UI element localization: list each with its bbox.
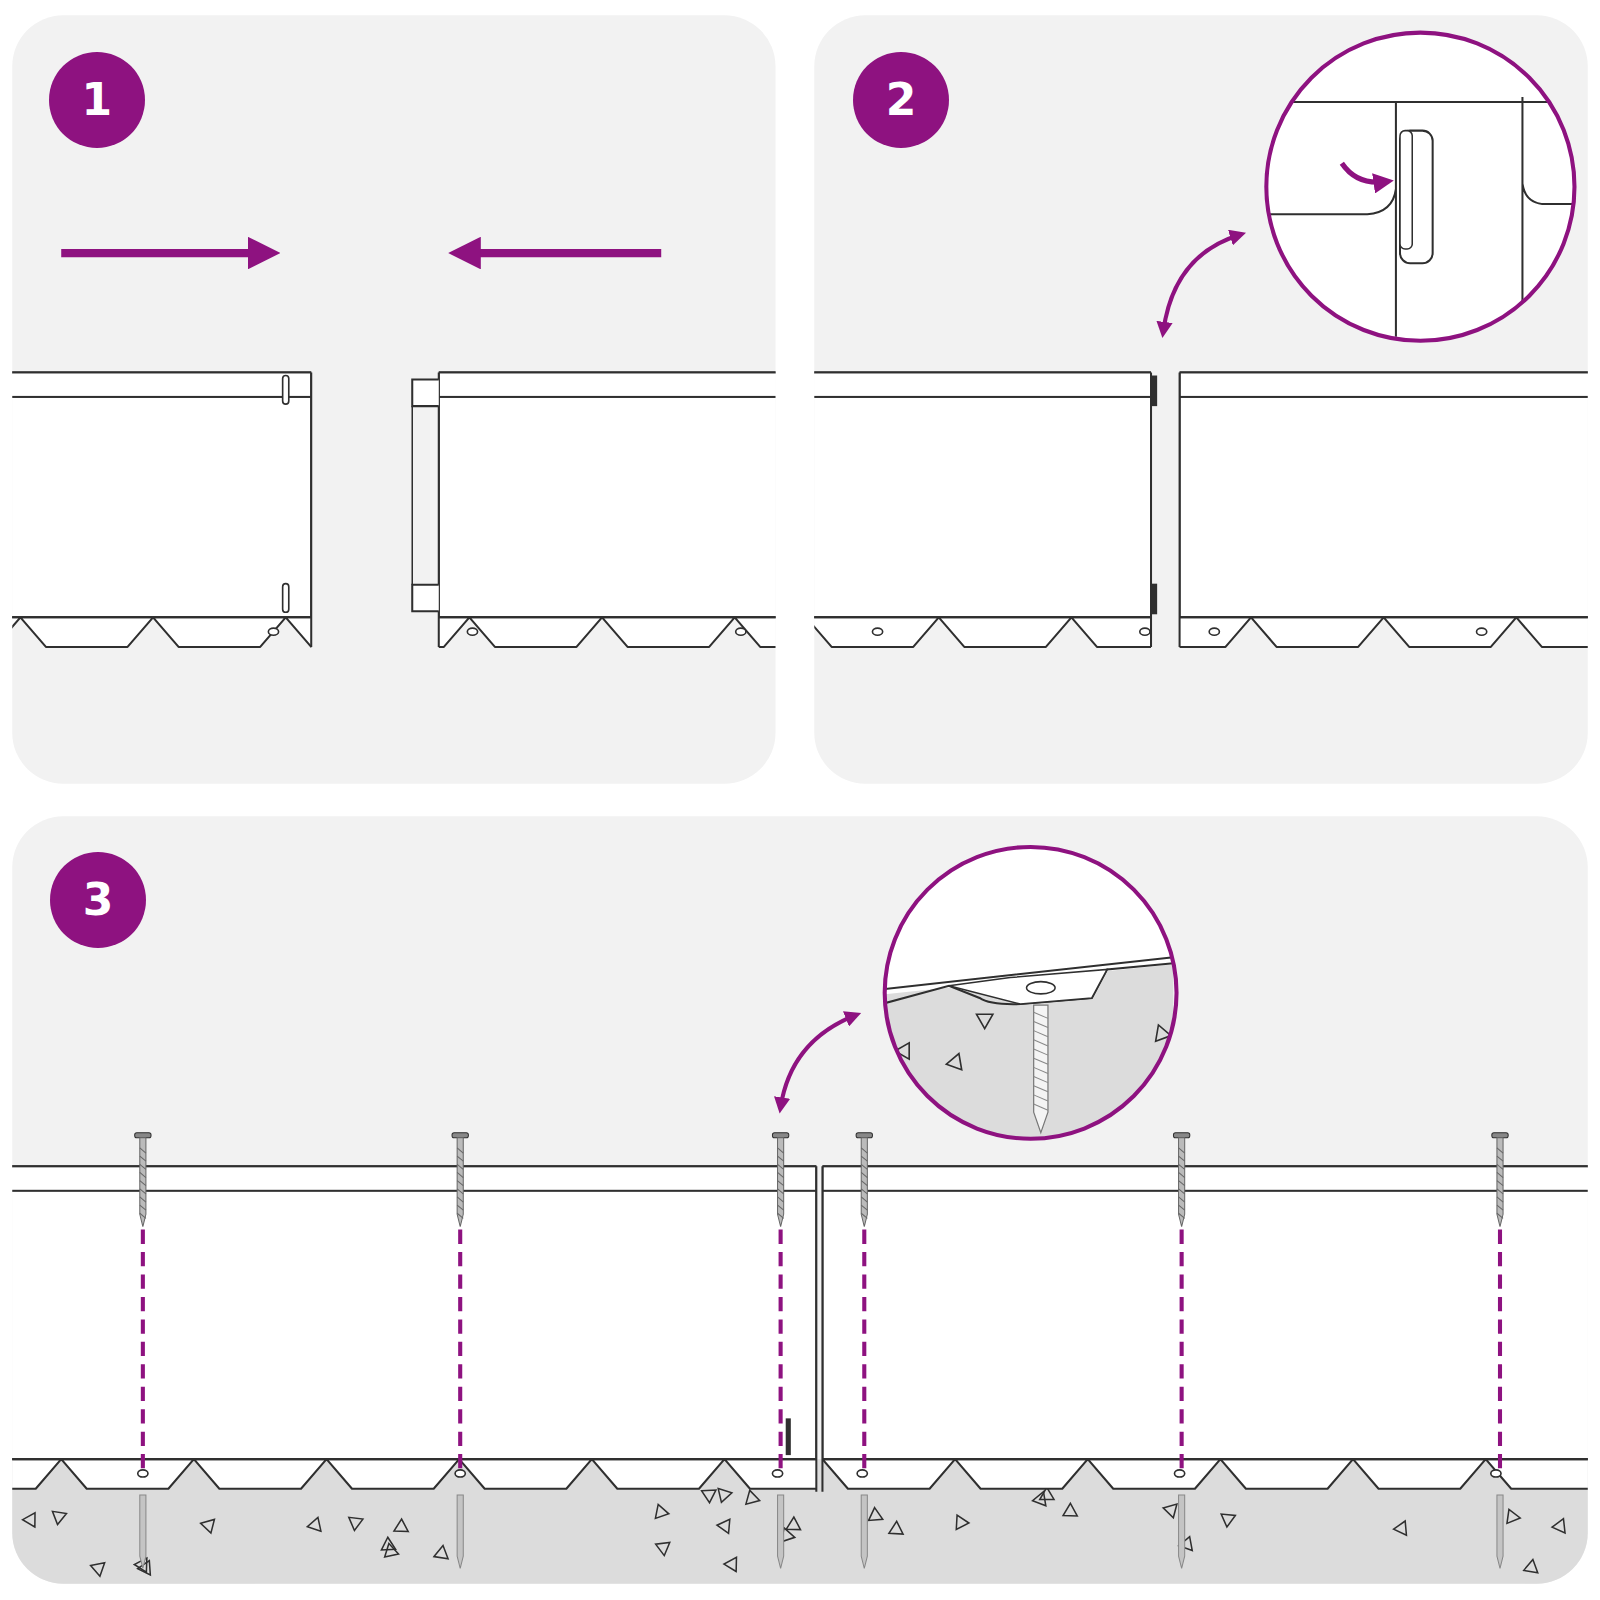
nail-hole [872,628,882,635]
step-label: 2 [886,78,917,122]
nail-hole [1140,628,1150,635]
edging-plank [814,372,1151,646]
nail [1173,1133,1189,1569]
step-number: 2 [853,52,949,148]
plank-end [815,1166,817,1492]
edging-plank [12,372,311,646]
edging-plank [12,1166,816,1488]
nail-hole [1209,628,1219,635]
nail-hole [736,628,746,635]
nail [452,1133,468,1569]
step-number: 3 [50,852,146,948]
nail-hole [1174,1470,1184,1477]
nail [772,1133,788,1569]
nail [856,1133,872,1569]
edging-plank [439,372,776,646]
slot [283,376,289,405]
direction-arrow [461,249,661,257]
nail [135,1133,151,1569]
hook-tab [412,585,439,612]
step-number: 1 [49,52,145,148]
nail-hole [1491,1470,1501,1477]
hook-tab [412,380,439,407]
zoom-detail [1255,33,1588,341]
direction-arrow [61,249,267,257]
zoom-arrow [781,1015,855,1107]
edging-plank [822,1166,1587,1488]
plank-end [1179,372,1181,646]
step-label: 1 [82,78,113,122]
nail-hole [138,1470,148,1477]
zoom-arrow [1163,235,1240,332]
step-label: 3 [83,878,114,922]
nail-hole [455,1470,465,1477]
nail-hole [857,1470,867,1477]
slot [283,584,289,613]
zoom-detail [878,847,1177,1153]
nail-hole [268,628,278,635]
nail-hole [1477,628,1487,635]
plank-end [310,372,312,646]
edging-plank [1180,372,1588,646]
plank-end [821,1166,823,1492]
nail-hole [467,628,477,635]
nail-hole [772,1470,782,1477]
nail [1492,1133,1508,1569]
